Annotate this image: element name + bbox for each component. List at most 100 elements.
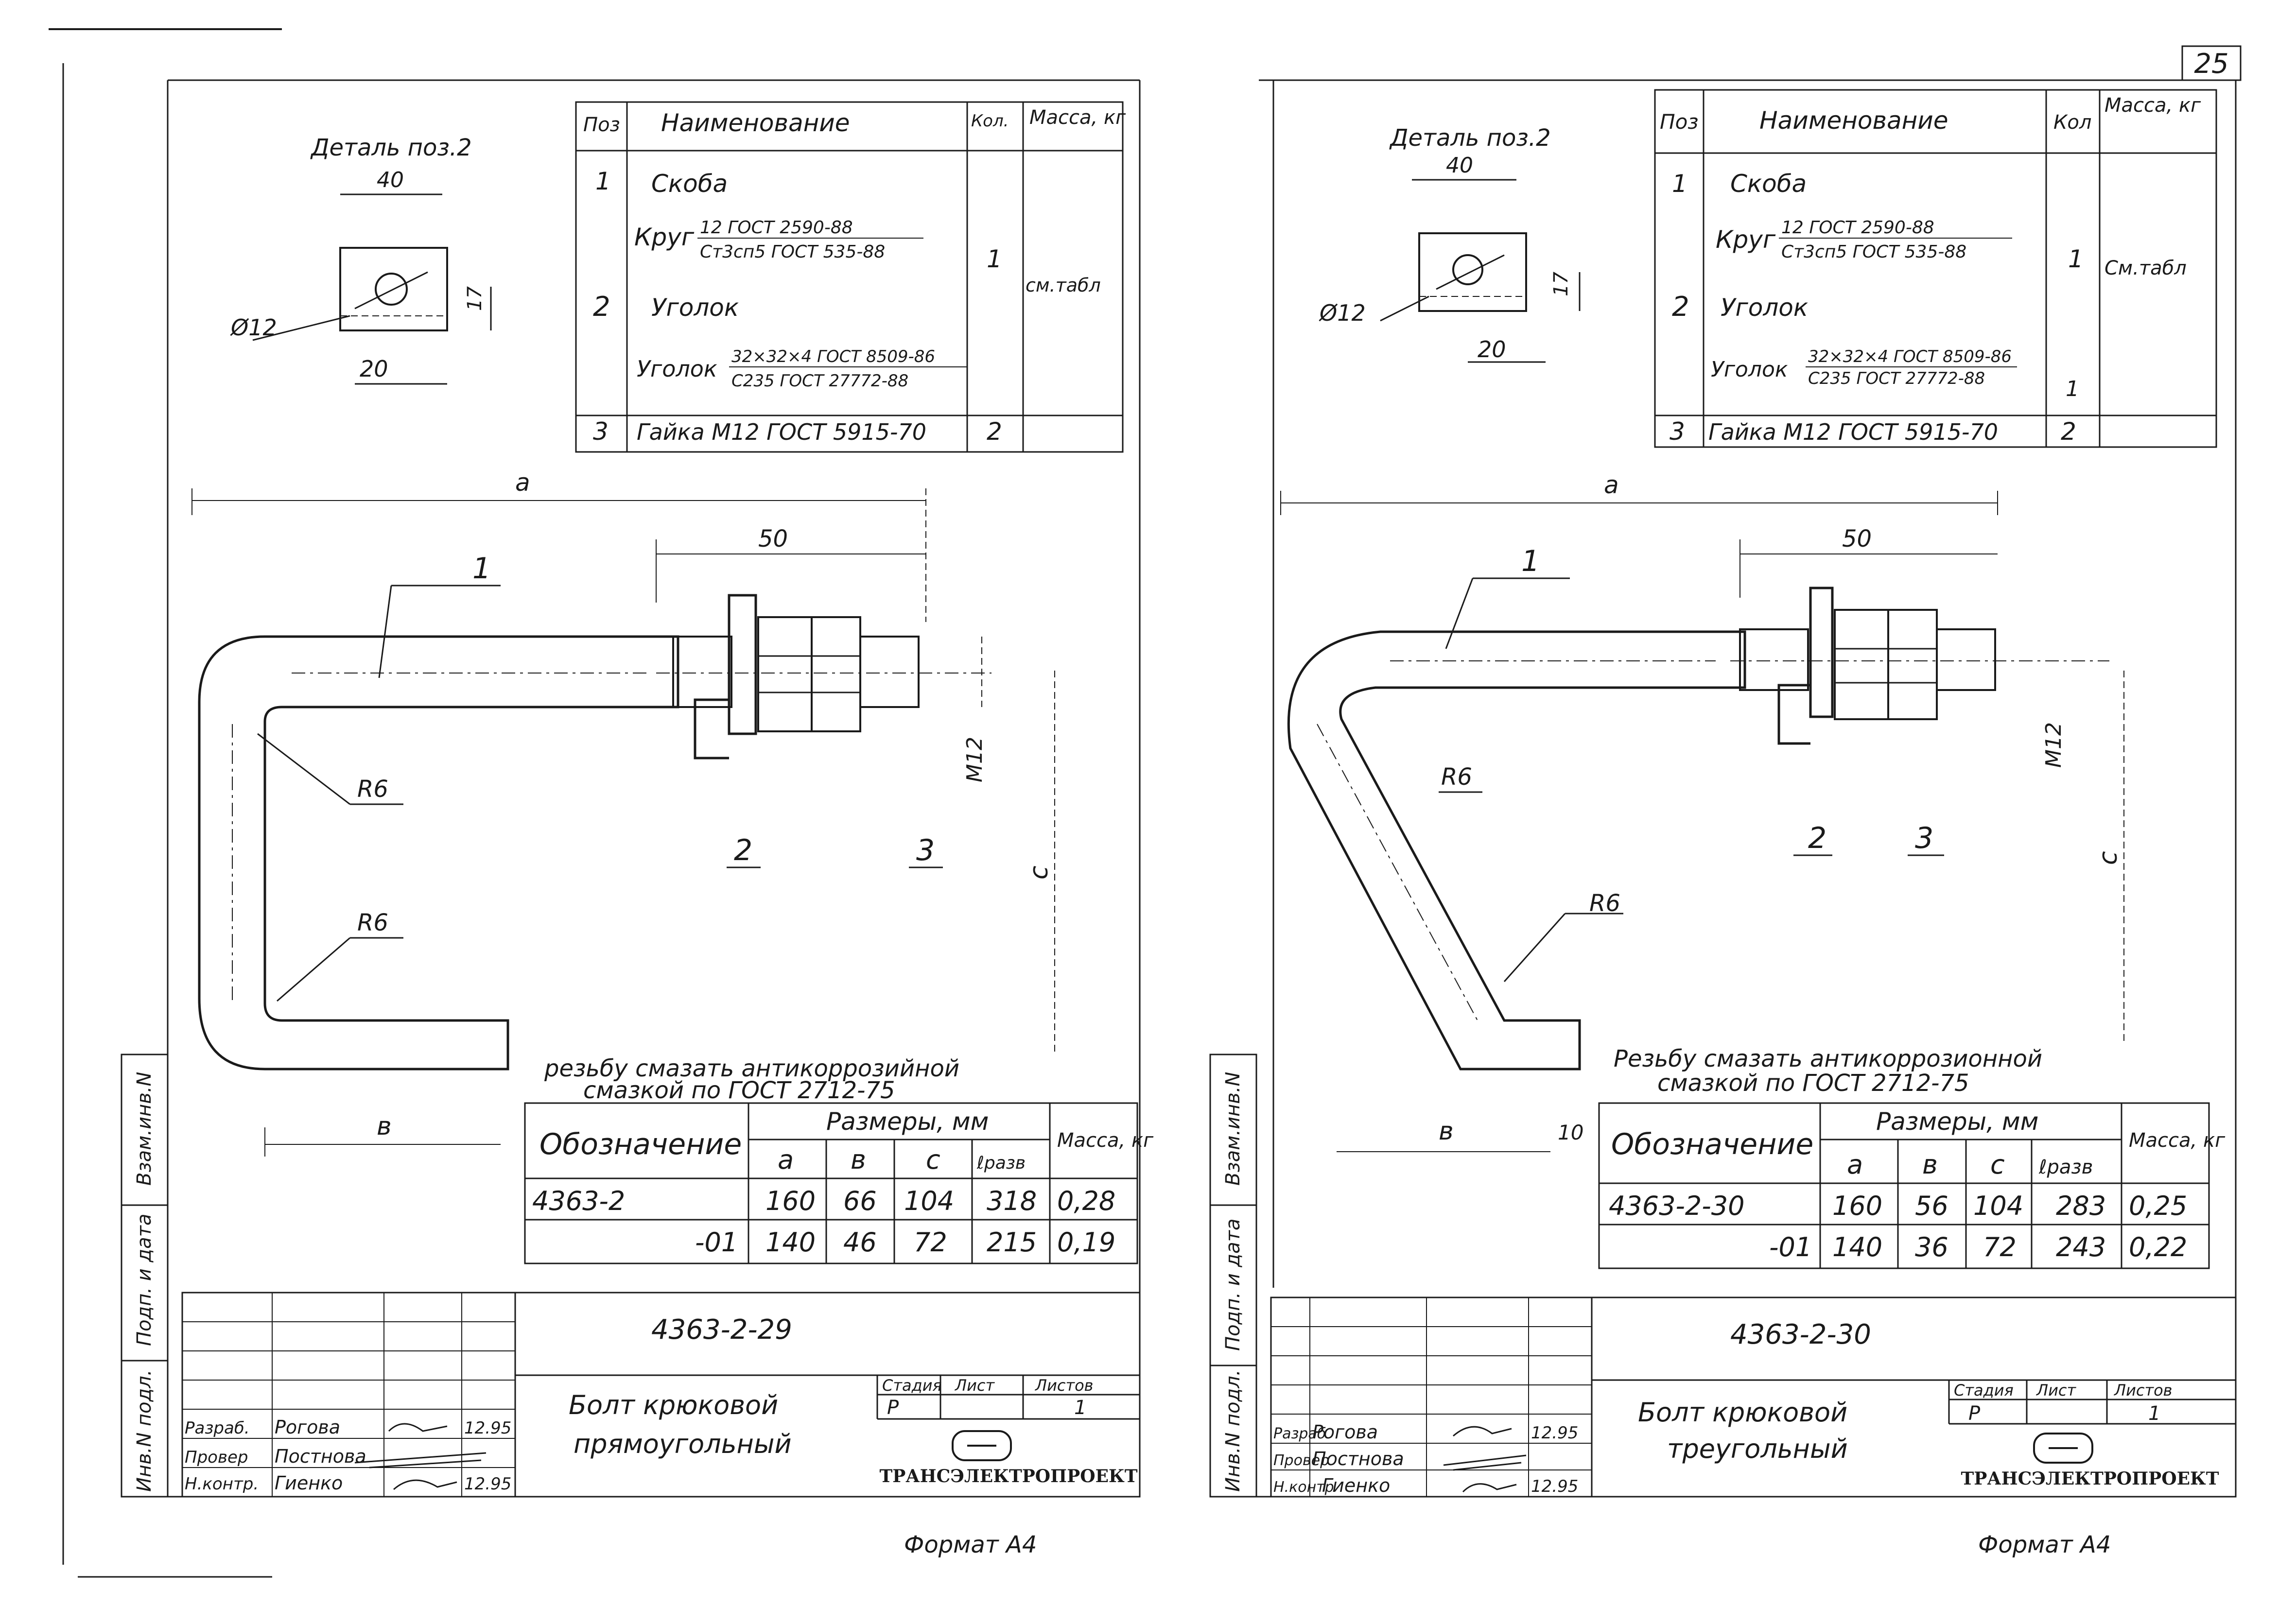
detail-hole-r: Ø12 — [1319, 300, 1366, 326]
sheet-header: Лист — [955, 1376, 995, 1395]
dim-50: 50 — [758, 525, 788, 553]
role-2: Провер — [185, 1448, 248, 1467]
spec-row5-qty: 2 — [987, 417, 1002, 446]
spec-table-right: Поз Наименование Кол Масса, кг 1 Скоба К… — [1654, 89, 2217, 448]
sheets-header: Листов — [1035, 1376, 1094, 1395]
spec-r-row4-bottom: С235 ГОСТ 27772-88 — [1808, 369, 1985, 388]
spec-r-row2-mass: См.табл — [2105, 257, 2187, 279]
company-name-r: ТРАНСЭЛЕКТРОПРОЕКТ — [1961, 1469, 2219, 1489]
name-r2: Постнова — [1312, 1448, 1404, 1469]
dim-50-r: 50 — [1842, 525, 1872, 553]
spec-r-row2-bottom: Ст3сп5 ГОСТ 535-88 — [1781, 242, 1966, 262]
size-row1-b: 66 — [843, 1186, 877, 1216]
spec-r-row1-name: Скоба — [1730, 170, 1807, 198]
side-label-r3: Инв.N подл. — [1222, 1369, 1244, 1492]
size-header-sizes: Размеры, мм — [826, 1107, 989, 1136]
size-r-header-mass: Масса, кг — [2129, 1129, 2226, 1152]
size-r-row1-b: 56 — [1915, 1191, 1948, 1221]
spec-row2-top: 12 ГОСТ 2590-88 — [700, 218, 853, 238]
pos-1-r: 1 — [1521, 544, 1540, 578]
dim-b: в — [377, 1112, 392, 1141]
side-label-2: Подп. и дата — [133, 1214, 156, 1346]
dim-10-r: 10 — [1558, 1121, 1583, 1144]
drawing-title-1: Болт крюковой — [569, 1390, 778, 1420]
spec-header-qty: Кол. — [971, 111, 1009, 131]
radius-1: R6 — [357, 776, 388, 803]
spec-r-row1-pos: 1 — [1672, 170, 1687, 198]
size-r-col-c: c — [1990, 1149, 2005, 1180]
spec-row4-bottom: С235 ГОСТ 27772-88 — [731, 371, 908, 391]
thread-note-line2: смазкой по ГОСТ 2712-75 — [583, 1077, 895, 1104]
dim-a-r: a — [1604, 471, 1619, 499]
signature-2 — [354, 1452, 487, 1469]
size-row2-l: 215 — [987, 1227, 1037, 1258]
spec-header-mass-r: Масса, кг — [2105, 94, 2201, 117]
spec-row4-prefix: Уголок — [637, 356, 717, 382]
drawing-title-r1: Болт крюковой — [1638, 1397, 1847, 1428]
dim-c: c — [1025, 865, 1054, 880]
size-r-header-sizes: Размеры, мм — [1876, 1107, 2038, 1136]
date-3: 12.95 — [464, 1474, 511, 1494]
spec-r-row2-top: 12 ГОСТ 2590-88 — [1781, 218, 1934, 238]
detail-height: 17 — [464, 286, 486, 311]
format-label: Формат А4 — [904, 1531, 1037, 1558]
pos-2: 2 — [734, 833, 752, 867]
name-2: Постнова — [275, 1446, 366, 1467]
page-number-box: 25 — [2181, 45, 2242, 81]
size-row2-mass: 0,19 — [1057, 1227, 1115, 1258]
name-r3: Гиенко — [1322, 1475, 1390, 1496]
drawing-code: 4363-2-29 — [651, 1314, 792, 1346]
date-r3: 12.95 — [1531, 1477, 1578, 1496]
size-header-mass: Масса, кг — [1057, 1129, 1154, 1152]
dim-c-r: c — [2094, 851, 2123, 865]
spec-row5-pos: 3 — [593, 417, 609, 446]
size-col-a: a — [778, 1144, 794, 1175]
spec-r-row4-top: 32×32×4 ГОСТ 8509-86 — [1808, 347, 2012, 366]
pos-2-r: 2 — [1808, 821, 1826, 855]
size-r-row1-c: 104 — [1973, 1191, 2023, 1221]
page-number: 25 — [2194, 48, 2228, 80]
signature-r3 — [1462, 1483, 1517, 1493]
size-row1-a: 160 — [765, 1186, 816, 1216]
size-r-row2-a: 140 — [1832, 1232, 1882, 1262]
spec-r-row4-qty: 1 — [2066, 377, 2079, 401]
company-logo-r — [2033, 1433, 2093, 1464]
size-r-row1-mass: 0,25 — [2129, 1191, 2187, 1221]
size-row2-a: 140 — [765, 1227, 816, 1258]
detail-title-r: Деталь поз.2 — [1389, 124, 1551, 152]
size-r-row2-designation: -01 — [1769, 1232, 1812, 1262]
spec-r-row5-qty: 2 — [2061, 417, 2076, 446]
size-r-col-a: a — [1847, 1149, 1863, 1180]
size-row1-l: 318 — [987, 1186, 1037, 1216]
thread-note-line1-r: Резьбу смазать антикоррозионной — [1614, 1045, 2042, 1072]
side-stamp-right: Взам.инв.N Подп. и дата Инв.N подл. — [1209, 1054, 1257, 1498]
spec-header-pos-r: Поз — [1660, 110, 1699, 134]
sheets-header-r: Листов — [2114, 1381, 2173, 1400]
hook-bolt-tri-drawing: a 50 1 R6 R6 2 — [1280, 471, 2124, 1152]
side-label-r1: Взам.инв.N — [1222, 1072, 1244, 1186]
size-row1-c: 104 — [904, 1186, 954, 1216]
size-col-c: c — [926, 1144, 940, 1175]
size-r-row2-l: 243 — [2056, 1232, 2106, 1262]
spec-row2-prefix: Круг — [634, 223, 695, 251]
drawing-code-r: 4363-2-30 — [1730, 1319, 1871, 1350]
size-r-row2-mass: 0,22 — [2129, 1232, 2187, 1262]
detail-width-r: 40 — [1446, 153, 1473, 178]
spec-header-name: Наименование — [661, 109, 850, 137]
detail-offset-r: 20 — [1478, 336, 1506, 363]
spec-row3-pos: 2 — [593, 291, 610, 323]
name-r1: Рогова — [1312, 1421, 1378, 1443]
size-header-designation: Обозначение — [539, 1127, 742, 1161]
name-3: Гиенко — [275, 1472, 343, 1494]
sheets-total-r: 1 — [2148, 1402, 2160, 1425]
title-block: 4363-2-29 Болт крюковой прямоугольный Ст… — [181, 1292, 1141, 1498]
detail-hole: Ø12 — [230, 314, 277, 341]
side-label-3: Инв.N подл. — [133, 1369, 156, 1492]
size-table-right: Обозначение Размеры, мм Масса, кг a в c … — [1598, 1102, 2226, 1269]
thread-note-line2-r: смазкой по ГОСТ 2712-75 — [1657, 1070, 1969, 1097]
detail-width: 40 — [377, 168, 404, 192]
hook-bolt-rect-drawing: a 50 1 R6 R6 — [191, 468, 1055, 1157]
size-r-col-b: в — [1922, 1149, 1938, 1180]
size-r-row1-a: 160 — [1832, 1191, 1882, 1221]
